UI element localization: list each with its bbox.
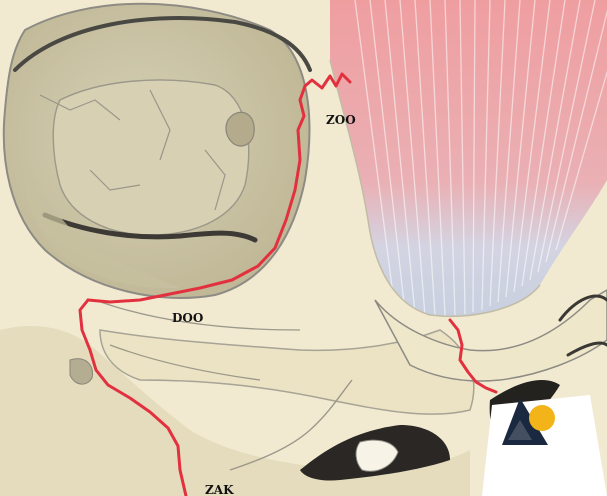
logo-sun — [529, 405, 555, 431]
